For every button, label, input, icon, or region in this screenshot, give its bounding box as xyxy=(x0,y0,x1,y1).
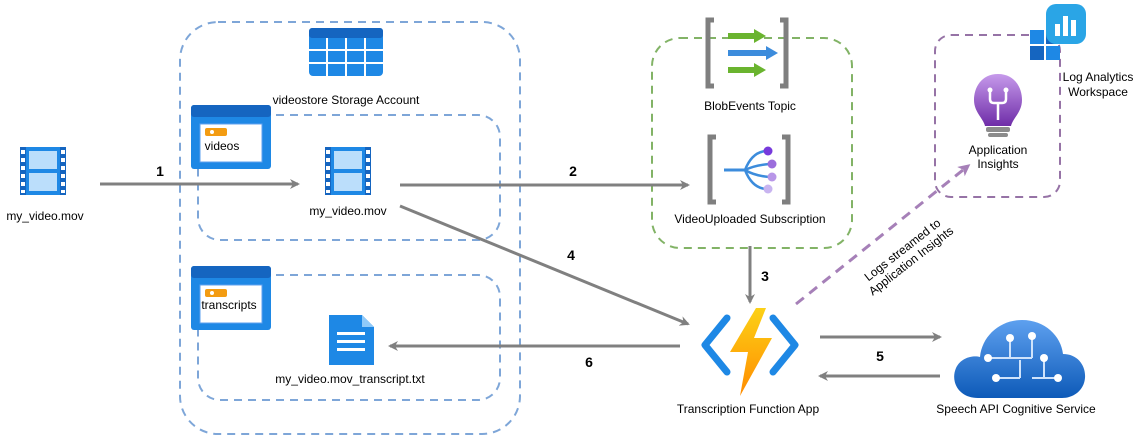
event-grid-subscription-icon xyxy=(707,134,791,205)
event-grid-topic-icon xyxy=(705,17,789,89)
video-uploaded-subscription-label: VideoUploaded Subscription xyxy=(674,212,825,226)
azure-function-icon xyxy=(701,308,799,396)
transcript-blob-label: my_video.mov_transcript.txt xyxy=(275,372,425,386)
log-analytics-label-line1: Log Analytics xyxy=(1063,70,1134,84)
videos-container-label: videos xyxy=(205,139,240,153)
source-file-label: my_video.mov xyxy=(6,209,83,223)
step-number-4: 4 xyxy=(567,247,575,263)
video-blob-label: my_video.mov xyxy=(309,204,386,218)
film-strip-icon xyxy=(325,147,371,195)
blob-container-icon xyxy=(191,105,271,169)
logs-annotation: Logs streamed to Application Insights xyxy=(862,216,957,299)
step-number-1: 1 xyxy=(156,163,164,179)
log-analytics-label-line2: Workspace xyxy=(1068,85,1128,99)
step-number-3: 3 xyxy=(761,268,769,284)
step-number-6: 6 xyxy=(585,354,593,370)
speech-service-label: Speech API Cognitive Service xyxy=(936,402,1096,416)
log-analytics-icon xyxy=(1030,4,1086,60)
videos-container-group xyxy=(197,114,501,241)
step-number-5: 5 xyxy=(876,348,884,364)
film-strip-icon xyxy=(20,147,66,195)
light-bulb-icon xyxy=(974,74,1022,137)
storage-account-label: videostore Storage Account xyxy=(273,93,420,107)
transcripts-container-group xyxy=(197,274,501,401)
step-number-2: 2 xyxy=(569,163,577,179)
storage-account-group xyxy=(179,21,521,435)
arrow-step-4 xyxy=(399,204,690,326)
blob-events-topic-label: BlobEvents Topic xyxy=(704,99,796,113)
logs-stream-arrow xyxy=(795,164,971,306)
transcripts-container-label: transcripts xyxy=(201,298,256,312)
document-icon xyxy=(329,315,374,365)
function-app-label: Transcription Function App xyxy=(677,402,820,416)
storage-table-icon xyxy=(309,28,383,76)
blob-container-icon xyxy=(191,266,271,330)
cognitive-service-cloud-icon xyxy=(954,320,1086,398)
application-insights-label-line2: Insights xyxy=(977,157,1018,171)
application-insights-label-line1: Application xyxy=(969,143,1028,157)
log-analytics-group xyxy=(934,34,1061,198)
